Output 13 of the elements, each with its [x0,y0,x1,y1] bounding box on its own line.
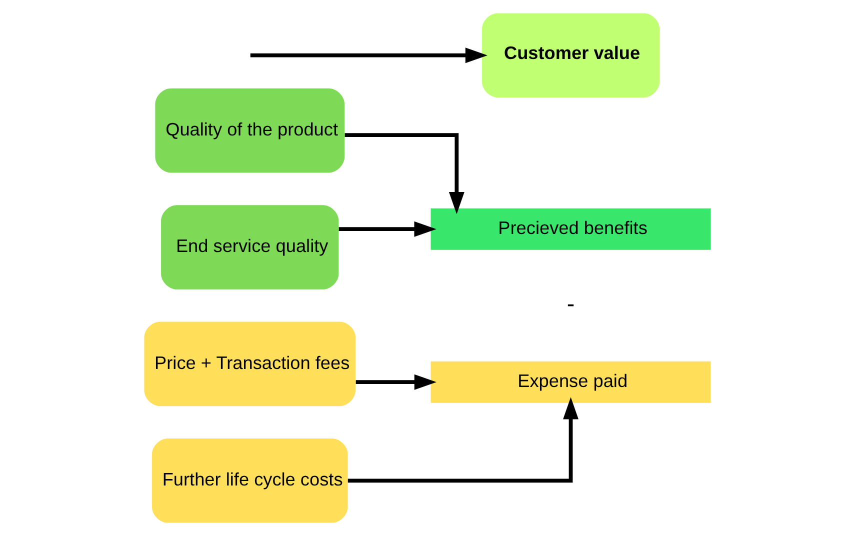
node-box: End service quality [161,205,339,290]
arrow [348,397,579,483]
label: - [566,290,575,316]
node-box: Expense paid [430,361,711,403]
arrow [344,133,464,214]
node-box: Quality of the product [155,88,345,173]
node-box: Price + Transaction fees [144,322,356,406]
arrow [250,48,488,64]
arrow [338,221,436,237]
node-box: Customer value [482,13,660,98]
node-box: Precieved benefits [430,208,711,250]
arrow [356,374,436,390]
node-box: Further life cycle costs [152,438,348,523]
